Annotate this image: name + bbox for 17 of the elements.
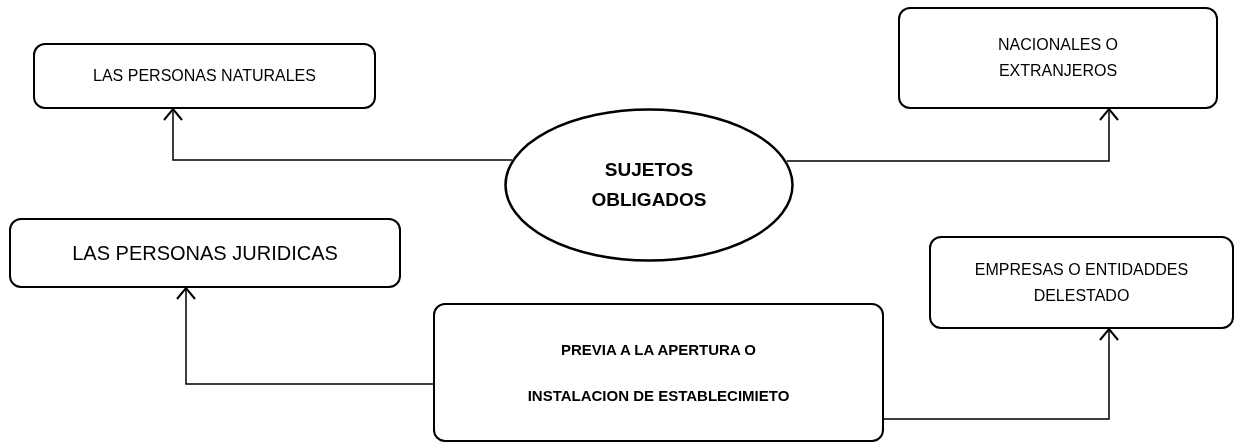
topic-ellipse (504, 108, 794, 262)
rounded-box (9, 218, 401, 288)
box-text: SUJETOS OBLIGADOS (590, 157, 708, 212)
box-text: INSTALACION DE ESTABLECIMIETO (527, 385, 790, 406)
arrow (176, 287, 434, 385)
box-text: LAS PERSONAS NATURALES (93, 66, 316, 87)
arrow (883, 328, 1119, 420)
box-text: EMPRESAS O ENTIDADDES DELESTADO (973, 259, 1190, 306)
arrow (786, 108, 1119, 162)
box-text: LAS PERSONAS JURIDICAS (72, 241, 338, 266)
arrow (163, 108, 513, 161)
box-text: PREVIA A LA APERTURA O (561, 339, 756, 360)
box-text: NACIONALES O EXTRANJEROS (997, 35, 1119, 81)
rounded-box (33, 43, 376, 109)
rounded-box (433, 303, 884, 442)
rounded-box (898, 7, 1218, 109)
rounded-box (929, 236, 1234, 329)
